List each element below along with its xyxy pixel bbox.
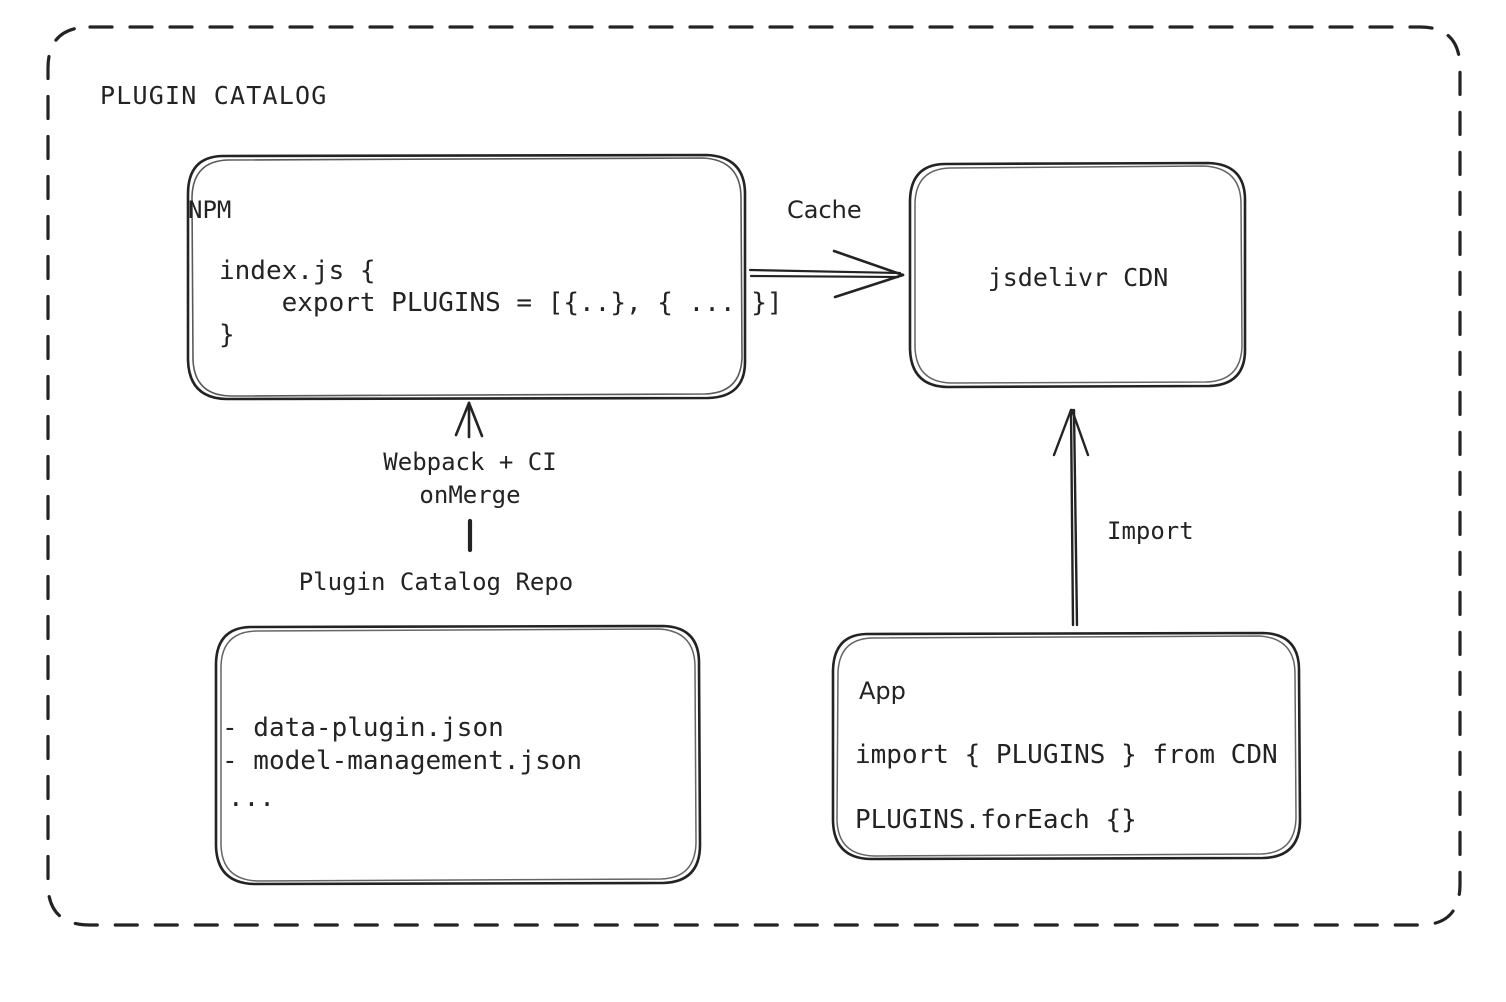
edge-label-webpack-ci: Webpack + CI [383,448,557,476]
outer-container-title: PLUGIN CATALOG [100,81,328,110]
npm-code-line-2: export PLUGINS = [{..}, { ... }] [219,288,783,318]
repo-node-border [214,624,702,886]
edge-label-cache: Cache [787,196,862,224]
edge-app-to-cdn-arrow [1052,408,1090,627]
edge-label-import: Import [1107,517,1194,545]
edge-label-onmerge: onMerge [419,481,521,509]
npm-node-border [186,153,747,401]
npm-node-title: NPM [188,196,232,224]
npm-code-line-1: index.js { [219,256,376,286]
repo-item-1: - data-plugin.json [222,713,504,743]
cdn-node-title: jsdelivr CDN [987,263,1169,292]
repo-item-3: ... [228,783,275,813]
cdn-node-border [908,161,1247,389]
npm-code-line-3: } [219,320,235,350]
app-node-border [831,631,1302,861]
edge-npm-to-cdn-arrow [748,249,905,299]
repo-item-2: - model-management.json [222,746,583,776]
outer-container-border [46,25,1462,927]
app-code-line-1: import { PLUGINS } from CDN [855,740,1278,770]
repo-node-caption: Plugin Catalog Repo [298,568,574,596]
app-node-title: App [859,677,906,705]
edge-repo-to-npm-arrow [454,401,484,553]
app-code-line-2: PLUGINS.forEach {} [855,805,1137,835]
